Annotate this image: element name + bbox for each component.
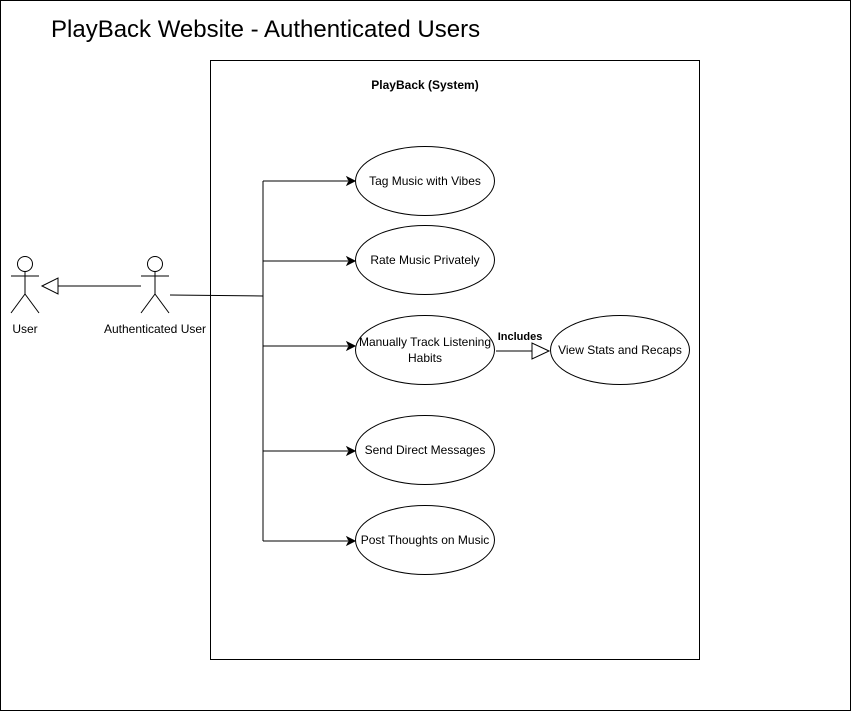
- diagram-title: PlayBack Website - Authenticated Users: [51, 16, 481, 43]
- use-case-view-stats: View Stats and Recaps: [550, 315, 690, 385]
- actor-user-label: User: [12, 322, 38, 336]
- use-case-label: Rate Music Privately: [370, 253, 480, 267]
- include-label: Includes: [497, 331, 543, 343]
- actor-auth-user-label: Authenticated User: [103, 322, 207, 336]
- use-case-post-thoughts: Post Thoughts on Music: [355, 505, 495, 575]
- use-case-track-habits: Manually Track Listening Habits: [355, 315, 495, 385]
- use-case-send-messages: Send Direct Messages: [355, 415, 495, 485]
- use-case-label: Send Direct Messages: [364, 443, 486, 457]
- use-case-label: Tag Music with Vibes: [369, 174, 481, 188]
- system-boundary: [210, 60, 700, 660]
- use-case-rate-music: Rate Music Privately: [355, 225, 495, 295]
- use-case-label: Manually Track Listening Habits: [358, 335, 492, 365]
- system-label: PlayBack (System): [371, 78, 479, 92]
- use-case-label: Post Thoughts on Music: [360, 533, 490, 547]
- use-case-tag-music: Tag Music with Vibes: [355, 146, 495, 216]
- use-case-label: View Stats and Recaps: [558, 343, 682, 357]
